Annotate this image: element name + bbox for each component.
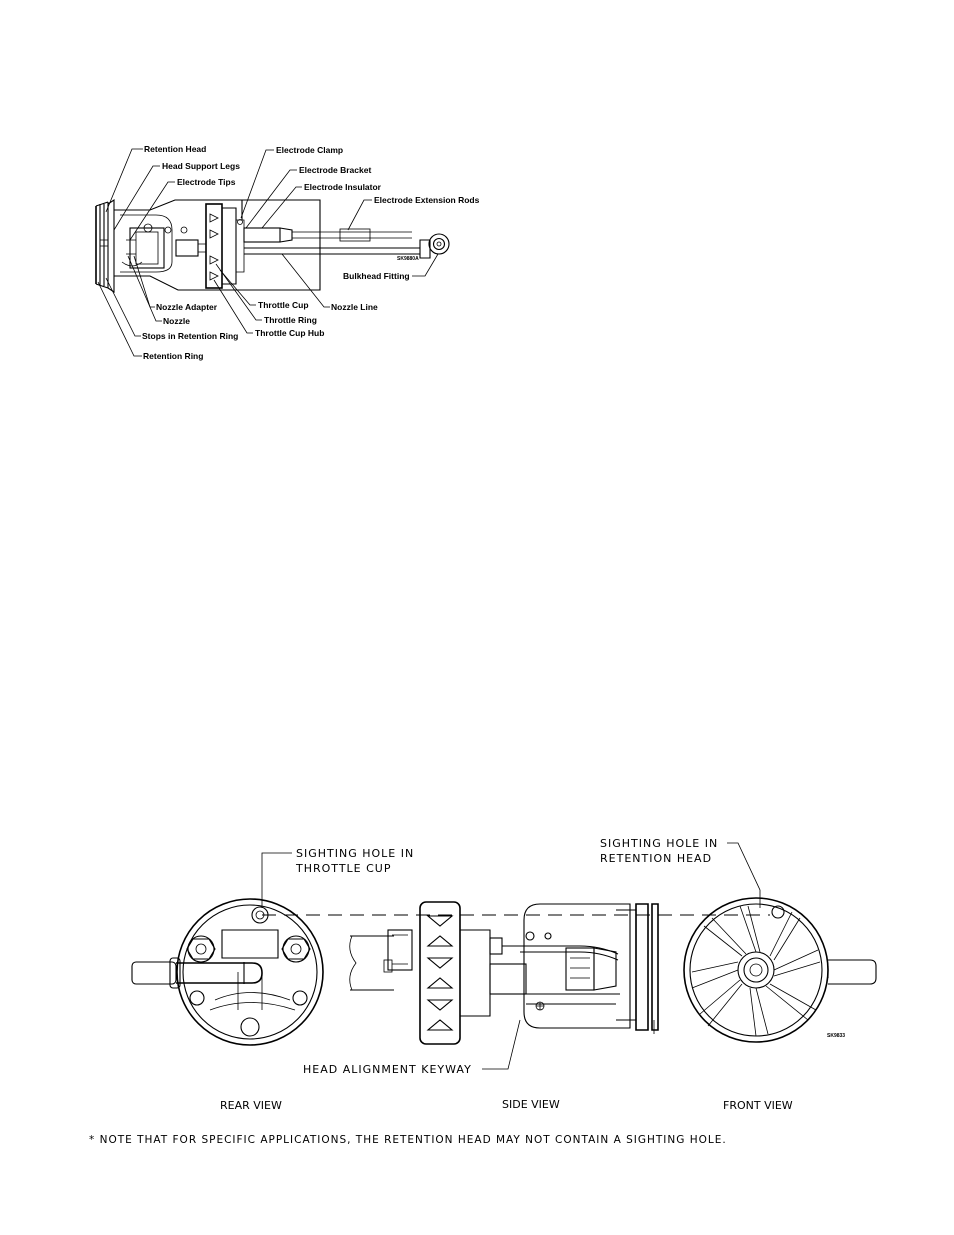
retention-ring-drawing: [95, 198, 115, 294]
label-electrode-insulator: Electrode Insulator: [304, 182, 382, 192]
figure1-leader-lines: [97, 148, 439, 357]
label-throttle-cup-hub: Throttle Cup Hub: [255, 328, 324, 338]
electrode-assembly-drawing: [243, 227, 412, 243]
label-nozzle-adapter: Nozzle Adapter: [156, 302, 218, 312]
label-nozzle-line: Nozzle Line: [331, 302, 378, 312]
note-sighting-hole: * NOTE THAT FOR SPECIFIC APPLICATIONS, T…: [89, 1134, 727, 1146]
burner-assembly-diagram: Retention Head Head Support Legs Electro…: [95, 144, 480, 361]
label-rear-view: REAR VIEW: [220, 1099, 282, 1112]
label-retention-ring: Retention Ring: [143, 351, 203, 361]
label-head-support-legs: Head Support Legs: [162, 161, 240, 171]
callout-sighting-throttle-line2: THROTTLE CUP: [295, 862, 391, 875]
side-view-drawing: [349, 901, 659, 1045]
label-electrode-tips: Electrode Tips: [177, 177, 236, 187]
rear-view-drawing: [131, 898, 324, 1046]
label-throttle-ring: Throttle Ring: [264, 315, 317, 325]
label-bulkhead-fitting: Bulkhead Fitting: [343, 271, 410, 281]
throttle-cup-drawing: [205, 199, 245, 289]
front-view-drawing: SK9833: [683, 897, 877, 1043]
label-stops-in-retention-ring: Stops in Retention Ring: [142, 331, 238, 341]
figure1-code: SK9880A: [397, 256, 419, 262]
label-retention-head: Retention Head: [144, 144, 206, 154]
callout-sighting-throttle-line1: SIGHTING HOLE IN: [296, 847, 414, 860]
label-nozzle: Nozzle: [163, 316, 190, 326]
label-electrode-clamp: Electrode Clamp: [276, 145, 343, 155]
callout-head-alignment-keyway: HEAD ALIGNMENT KEYWAY: [303, 1063, 472, 1076]
nozzle-line-drawing: [244, 233, 450, 259]
figure2-code: SK9833: [827, 1033, 845, 1039]
head-alignment-diagram: SK9833 SIGHTING HOLE IN THROTTLE CUP SIG…: [89, 837, 877, 1146]
label-electrode-extension-rods: Electrode Extension Rods: [374, 195, 480, 205]
label-side-view: SIDE VIEW: [502, 1098, 560, 1111]
label-electrode-bracket: Electrode Bracket: [299, 165, 371, 175]
label-front-view: FRONT VIEW: [723, 1099, 793, 1112]
label-throttle-cup: Throttle Cup: [258, 300, 309, 310]
figure2-leader-lines: [261, 842, 761, 1070]
callout-sighting-retention-line1: SIGHTING HOLE IN: [600, 837, 718, 850]
nozzle-head-drawing: [114, 199, 321, 291]
callout-sighting-retention-line2: RETENTION HEAD: [600, 852, 712, 865]
